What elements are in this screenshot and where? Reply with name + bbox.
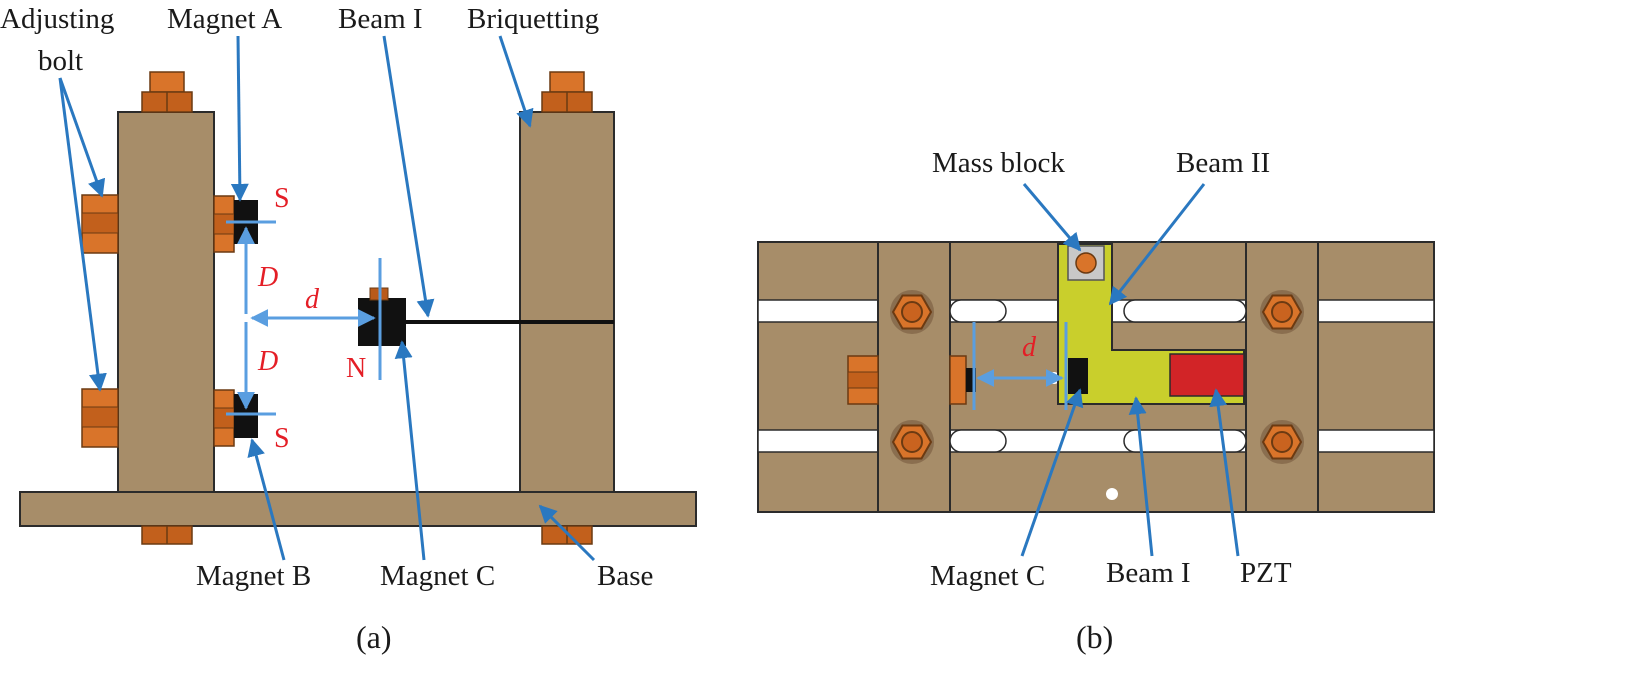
clamp-strip-right: [1245, 241, 1319, 513]
dim-d-b: d: [1022, 332, 1037, 363]
label-briquetting: Briquetting: [467, 3, 599, 35]
hex-nut-bottom-right: [1259, 419, 1305, 465]
adjusting-bolt-upper: [81, 194, 119, 254]
top-bolt-right: [541, 71, 593, 113]
slot-mid-lower: [949, 429, 1007, 453]
label-bolt: bolt: [38, 45, 83, 77]
left-column: [117, 111, 215, 493]
label-magnet-a: Magnet A: [167, 3, 282, 35]
hole-3: [1048, 434, 1060, 446]
label-beam-i-b: Beam I: [1106, 557, 1191, 589]
top-bolt-left: [141, 71, 193, 113]
label-magnet-b: Magnet B: [196, 560, 311, 592]
pzt-patch: [1169, 353, 1245, 397]
hex-nut-bottom-left: [889, 419, 935, 465]
label-magnet-c-b: Magnet C: [930, 560, 1045, 592]
panel-a: S S N D D d Adjusting bolt Magnet A Beam…: [0, 3, 697, 655]
slot-lower: [757, 429, 1435, 453]
label-mass-block: Mass block: [932, 147, 1065, 179]
hole-4: [1106, 488, 1118, 500]
label-adjusting: Adjusting: [0, 3, 114, 35]
arrow-pzt: [1209, 388, 1240, 557]
dim-D-upper: D: [257, 262, 278, 293]
bolt-head-upper-right: [213, 195, 235, 253]
base-plate: [19, 491, 697, 527]
bottom-bolt-left: [141, 525, 193, 545]
bolt-head-lower-right: [213, 389, 235, 447]
slot-mid-lower-2: [1123, 429, 1247, 453]
arrow-base: [538, 504, 596, 562]
dim-D-lower: D: [257, 346, 278, 377]
panel-b: d Mass block Beam II Magnet C Beam I PZT…: [757, 147, 1435, 655]
label-pzt: PZT: [1240, 557, 1292, 589]
arrow-adjusting-upper: [58, 77, 106, 198]
hex-nut-top-right: [1259, 289, 1305, 335]
pole-n-middle: N: [346, 353, 366, 384]
label-beam-i-a: Beam I: [338, 3, 423, 35]
caption-a: (a): [356, 619, 392, 655]
arrow-briquetting: [498, 35, 534, 128]
caption-b: (b): [1076, 619, 1113, 655]
arrow-adjusting-lower: [58, 77, 107, 392]
arrow-beam-ii: [1108, 183, 1206, 306]
briquetting-block: [519, 111, 615, 493]
label-base: Base: [597, 560, 653, 592]
arrow-magnet-c-a: [394, 340, 426, 561]
clamp-strip-left: [877, 241, 951, 513]
adjusting-bolt-b: [847, 355, 976, 405]
hex-nut-top-left: [889, 289, 935, 335]
arrow-beam-i-a: [382, 35, 435, 318]
slot-mid-upper-2: [1123, 299, 1247, 323]
arrow-magnet-c-b: [1020, 388, 1084, 557]
slot-mid-upper: [949, 299, 1007, 323]
pole-s-bottom: S: [274, 423, 290, 454]
mass-block-bolt: [1075, 252, 1097, 274]
dim-d-a: d: [305, 284, 320, 315]
label-beam-ii: Beam II: [1176, 147, 1270, 179]
arrow-magnet-b: [247, 438, 286, 561]
label-magnet-c-a: Magnet C: [380, 560, 495, 592]
arrow-magnet-a: [230, 35, 249, 202]
arrow-beam-i-b: [1128, 396, 1154, 557]
magnet-c-body: [358, 298, 406, 346]
magnet-c-b: [1068, 358, 1088, 394]
pole-s-top: S: [274, 183, 290, 214]
adjusting-bolt-lower: [81, 388, 119, 448]
arrow-mass-block: [1022, 183, 1082, 252]
